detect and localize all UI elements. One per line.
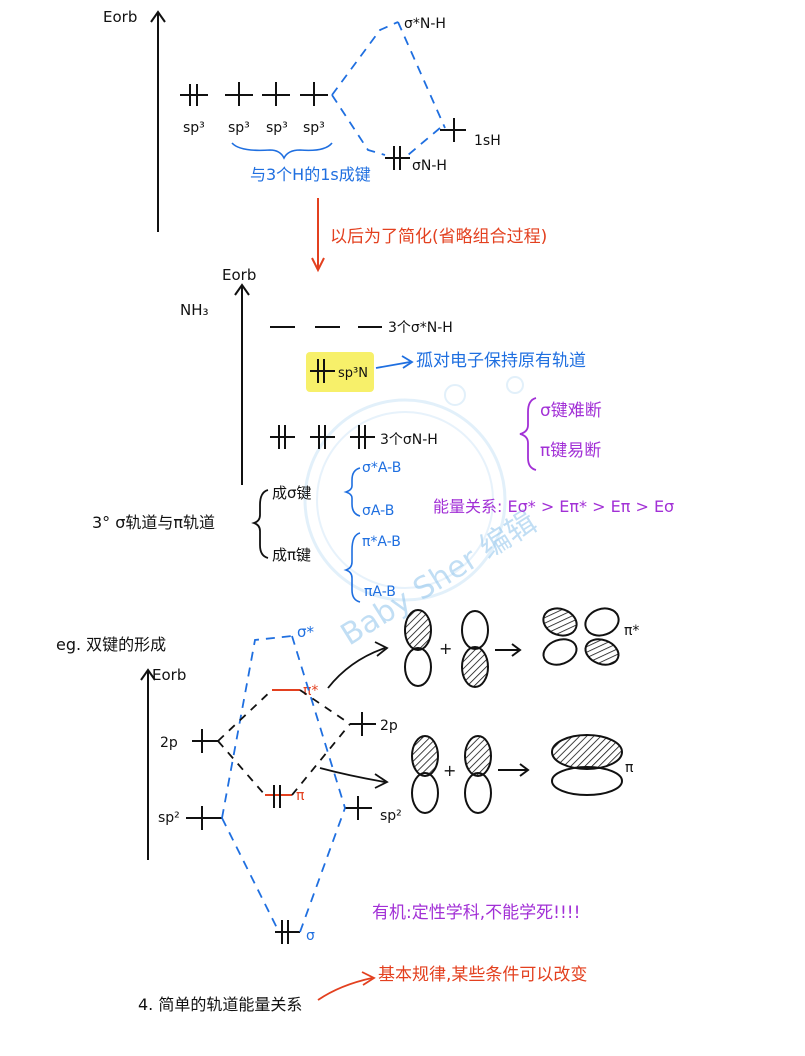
section-3-brace [251,489,269,559]
sigma-bond-label: 成σ键 [272,484,312,502]
lone-pair-level [310,359,335,383]
plus-sign-2: + [443,761,456,780]
center-levels [265,689,300,944]
bonding-label: 3个σN-H [380,432,438,448]
energy-relation: 能量关系: Eσ* > Eπ* > Eπ > Eσ [433,497,674,516]
pi-orbital-label: π [625,760,634,776]
right-sp2-label: sp² [380,808,402,824]
left-2p-label: 2p [160,735,178,751]
simplify-note: 以后为了简化(省略组合过程) [330,227,547,247]
pi-star-center: π* [303,683,318,699]
sigma-center: σ [306,928,315,944]
section-1-diagram: Eorb sp³ sp³ sp³ sp³ 与3个H的1s成键 σ*N-H [103,8,547,273]
pi-star-orbitals [404,607,620,688]
pi-ab: πA-B [364,584,396,600]
pi-center: π [296,788,305,804]
sigma-nh-level [385,146,410,170]
sigma-hard-note: σ键难断 [540,401,602,421]
sp3-levels [180,82,328,106]
section-3-title: 3° σ轨道与π轨道 [92,513,215,532]
basic-rule-note: 基本规律,某些条件可以改变 [378,965,587,985]
sigma-ab: σA-B [362,503,394,519]
energy-axis-1-arrow [150,10,166,23]
pi-easy-note: π键易断 [540,441,601,461]
section-3-diagram: 3° σ轨道与π轨道 成σ键 成π键 σ*A-B σA-B π*A-B πA-B [92,460,401,603]
sigma-nh-label: σN-H [412,158,447,174]
footer-arrow [317,977,373,1001]
antibonding-label: 3个σ*N-H [388,320,453,336]
pi-bond-label: 成π键 [272,546,311,564]
energy-axis-1-label: Eorb [103,8,137,26]
sp3-brace [231,142,333,160]
bond-note: 与3个H的1s成键 [250,165,371,184]
energy-axis-3-label: Eorb [152,666,186,684]
sigma-star-nh-label: σ*N-H [404,16,446,32]
purple-brace [519,397,537,471]
sp3-label-3: sp³ [266,120,288,136]
sigma-star-ab: σ*A-B [362,460,401,476]
h-1s-level [440,118,466,142]
h-1s-label: 1sH [474,133,501,149]
sp3-label-4: sp³ [303,120,325,136]
right-2p-label: 2p [380,718,398,734]
pi-star-ab: π*A-B [362,534,401,550]
arrow-to-pi-star [327,647,386,689]
left-sp2-label: sp² [158,810,180,826]
left-levels [186,729,222,830]
lone-pair-arrow [375,361,411,369]
lone-pair-note: 孤对电子保持原有轨道 [416,351,586,371]
lone-pair-label: sp³N [338,366,368,381]
section-4-title: eg. 双键的形成 [56,635,166,654]
pi-orbitals [411,734,623,814]
organic-note: 有机:定性学科,不能学死!!!! [372,903,580,923]
section-4-diagram: eg. 双键的形成 Eorb 2p sp² σ* π* π σ [56,607,639,1014]
right-levels [345,712,376,820]
sp3-label-1: sp³ [183,120,205,136]
sigma-star-center: σ* [297,623,315,641]
section-2-diagram: Eorb NH₃ 3个σ*N-H sp³N 孤对电子保持原有轨道 3个σN-H [180,266,674,516]
molecule-label: NH₃ [180,301,209,319]
correlation-lines-black [217,689,351,796]
arrow-to-pi [319,767,386,783]
bonding-levels [270,425,375,449]
correlation-lines-1 [331,21,446,156]
sp3-label-2: sp³ [228,120,250,136]
footer-title: 4. 简单的轨道能量关系 [138,995,302,1014]
pi-star-orbital-label: π* [624,623,639,639]
plus-sign-1: + [439,639,452,658]
correlation-lines-blue [221,635,346,933]
energy-axis-2-label: Eorb [222,266,256,284]
